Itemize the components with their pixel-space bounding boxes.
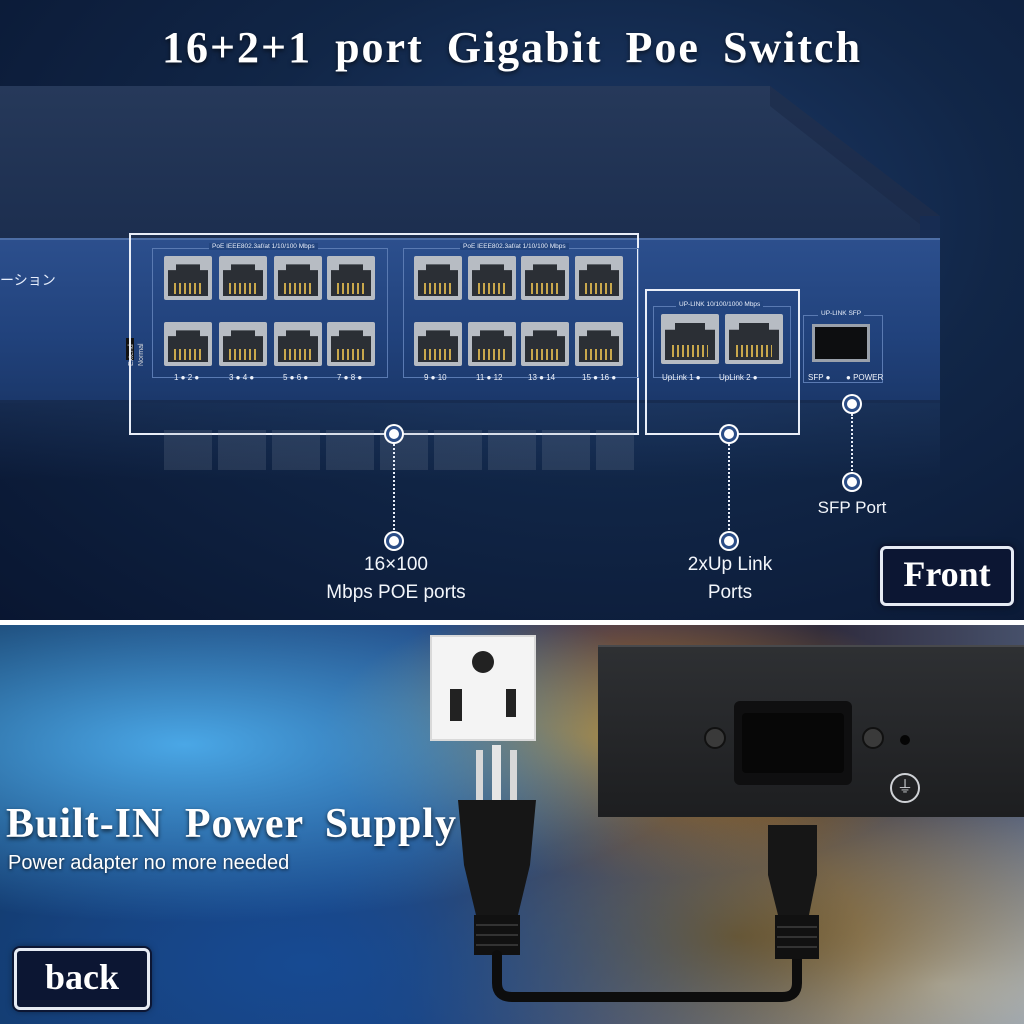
rj45-port[interactable] <box>274 256 322 300</box>
rj45-port[interactable] <box>468 322 516 366</box>
uplink-1-text: UpLink 1 <box>662 373 694 382</box>
rj45-port[interactable] <box>521 322 569 366</box>
poe-group-1-8: PoE IEEE802.3af/at 1/10/100 Mbps <box>152 243 388 378</box>
front-tag: Front <box>880 546 1014 606</box>
poe-ports-callout: 16×100 Mbps POE ports <box>296 551 496 607</box>
sfp-slot[interactable] <box>812 324 870 362</box>
port-number-pair: 5 ● 6 ● <box>283 373 309 382</box>
rj45-port[interactable] <box>164 256 212 300</box>
port-number: 10 <box>437 373 447 382</box>
iec-power-inlet[interactable] <box>734 701 852 785</box>
port-number-pair: 1 ● 2 ● <box>174 373 200 382</box>
screw-icon <box>704 727 726 749</box>
uplink-1-label: UpLink 1 ● <box>662 373 701 382</box>
switch-top-surface <box>0 86 940 240</box>
poe-callout-marker <box>386 426 402 442</box>
uplink-port-2[interactable] <box>725 314 783 364</box>
rj45-port[interactable] <box>414 322 462 366</box>
sfp-port-callout: SFP Port <box>817 498 887 517</box>
ground-icon: ⏚ <box>890 773 920 803</box>
poe-callout-end <box>386 533 402 549</box>
port-number: 5 <box>283 373 288 382</box>
iec-inlet-socket <box>742 713 844 773</box>
port-number: 6 <box>296 373 302 382</box>
power-text: POWER <box>853 373 884 382</box>
port-number-pair: 3 ● 4 ● <box>229 373 255 382</box>
port-number: 12 <box>493 373 503 382</box>
port-number: 16 <box>600 373 610 382</box>
port-number: 7 <box>337 373 342 382</box>
rj45-port[interactable] <box>219 256 267 300</box>
sfp-callout-end <box>844 474 860 490</box>
port-number-pair: 13 ● 14 <box>528 373 556 382</box>
rj45-port[interactable] <box>327 256 375 300</box>
port-number: 8 <box>350 373 356 382</box>
rj45-port[interactable] <box>521 256 569 300</box>
power-supply-title: Built-IN Power Supply <box>6 801 457 847</box>
poe-callout-line-1: 16×100 <box>364 554 428 575</box>
switch-back-chassis: ⏚ <box>598 645 1024 817</box>
outlet-slot-right <box>506 689 516 717</box>
uplink-2-label: UpLink 2 ● <box>719 373 758 382</box>
uplink-callout-marker <box>721 426 737 442</box>
poe-group-label: PoE IEEE802.3af/at 1/10/100 Mbps <box>209 243 318 250</box>
sfp-group-label: UP-LINK SFP <box>818 310 865 317</box>
uplink-callout-line <box>728 444 730 534</box>
port-number-pair: 15 ● 16 ● <box>582 373 617 382</box>
port-number-pair: 7 ● 8 ● <box>337 373 363 382</box>
panel-reflection <box>0 400 940 480</box>
sfp-group: UP-LINK SFP <box>803 310 883 383</box>
sfp-callout-marker <box>844 396 860 412</box>
outlet-ground-hole <box>472 651 494 673</box>
port-number: 2 <box>187 373 193 382</box>
screw-icon <box>862 727 884 749</box>
uplink-callout-line-1: 2xUp Link <box>687 554 773 575</box>
back-tag: back <box>14 948 150 1010</box>
rj45-port[interactable] <box>575 256 623 300</box>
sfp-callout-line <box>851 414 853 474</box>
side-label: ーション <box>0 272 56 288</box>
rj45-port[interactable] <box>327 322 375 366</box>
port-number: 4 <box>242 373 248 382</box>
headline: 16+2+1 port Gigabit Poe Switch <box>161 23 863 72</box>
uplink-2-text: UpLink 2 <box>719 373 751 382</box>
sfp-label: SFP ● <box>808 373 831 382</box>
port-number-pair: 11 ● 12 <box>476 373 503 382</box>
uplink-port-1[interactable] <box>661 314 719 364</box>
power-cord-icon <box>458 745 819 1002</box>
uplink-ports-callout: 2xUp Link Ports <box>640 551 820 607</box>
poe-callout-line-2: Mbps POE ports <box>326 582 466 603</box>
rj45-port[interactable] <box>414 256 462 300</box>
uplink-callout-end <box>721 533 737 549</box>
uplink-group-label: UP-LINK 10/100/1000 Mbps <box>676 301 764 308</box>
sfp-text: SFP <box>808 373 824 382</box>
poe-group-9-16: PoE IEEE802.3af/at 1/10/100 Mbps <box>403 243 639 378</box>
port-number: 15 <box>582 373 591 382</box>
outlet-slot-left <box>450 689 462 721</box>
port-number: 3 <box>229 373 234 382</box>
rj45-port[interactable] <box>164 322 212 366</box>
reset-hole[interactable] <box>900 735 910 745</box>
rj45-port[interactable] <box>575 322 623 366</box>
power-supply-subtitle: Power adapter no more needed <box>8 852 290 874</box>
port-number: 14 <box>546 373 556 382</box>
uplink-callout-line-2: Ports <box>707 582 753 603</box>
power-led-label: ● POWER <box>846 373 884 382</box>
port-number: 1 <box>174 373 179 382</box>
rj45-port[interactable] <box>219 322 267 366</box>
wall-outlet-icon <box>430 635 536 741</box>
poe-group-label: PoE IEEE802.3af/at 1/10/100 Mbps <box>460 243 569 250</box>
uplink-group: UP-LINK 10/100/1000 Mbps <box>653 301 791 378</box>
port-number: 11 <box>476 373 485 382</box>
section-divider <box>0 620 1024 625</box>
rj45-port[interactable] <box>468 256 516 300</box>
poe-callout-line <box>393 444 395 534</box>
port-number-pair: 9 ● 10 <box>424 373 447 382</box>
port-number: 13 <box>528 373 537 382</box>
port-number: 9 <box>424 373 429 382</box>
rj45-port[interactable] <box>274 322 322 366</box>
